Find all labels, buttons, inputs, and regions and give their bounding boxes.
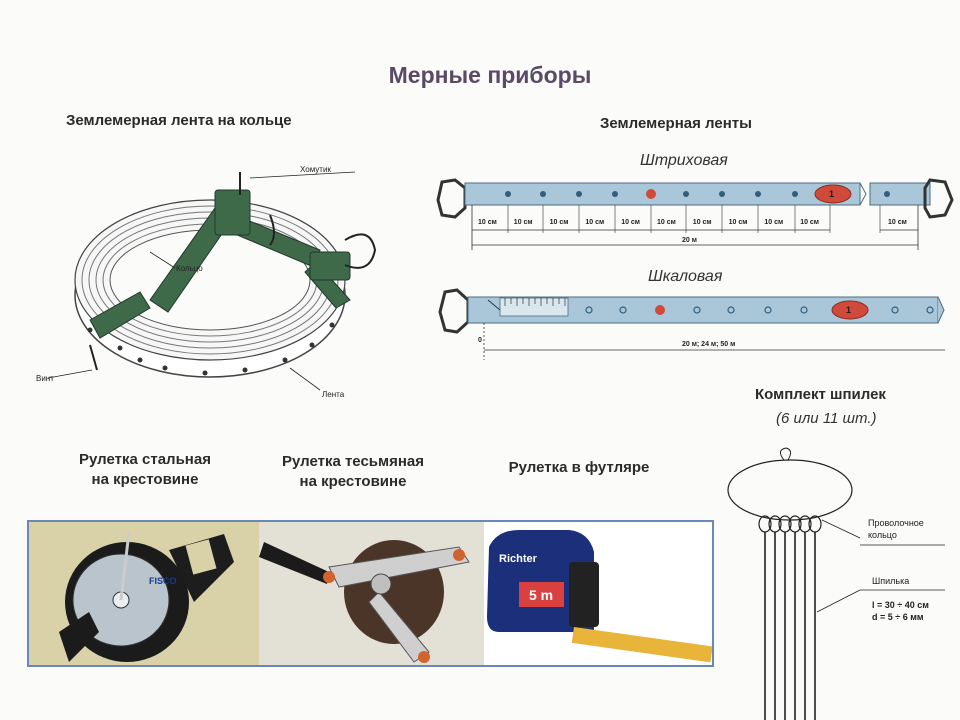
- case-caption-line1: Рулетка в футляре: [508, 459, 650, 476]
- segment-label: 10 см: [585, 219, 605, 226]
- label-wire-ring-2: кольцо: [868, 530, 897, 540]
- steel-caption-line2: на крестовине: [91, 471, 199, 488]
- scale-tape: [438, 288, 945, 360]
- case-brand: Richter: [499, 553, 538, 565]
- scale-badge: 1: [846, 305, 852, 315]
- stroke-badge: 1: [829, 189, 835, 199]
- label-ring: Кольцо: [176, 264, 203, 273]
- roulettes-photos: FISCO Richter 5 m: [29, 522, 712, 665]
- fabric-caption-line1: Рулетка тесьмяная: [281, 453, 425, 470]
- pins-heading: Комплект шпилек: [755, 386, 886, 403]
- case-roulette-caption: Рулетка в футляре: [484, 458, 674, 478]
- case-roulette-photo: Richter 5 m: [487, 530, 712, 663]
- label-tape: Лента: [322, 390, 345, 399]
- tapes-heading: Землемерная ленты: [600, 115, 752, 132]
- label-screw: Винт: [36, 374, 54, 383]
- segment-label: 10 см: [478, 219, 497, 226]
- steel-roulette-photo: FISCO: [59, 531, 234, 662]
- fabric-roulette-photo: [259, 540, 470, 663]
- segment-label: 10 см: [728, 219, 748, 226]
- scale-tape-heading: Шкаловая: [648, 268, 723, 285]
- stroke-tape-heading: Штриховая: [640, 152, 728, 169]
- steel-caption-line1: Рулетка стальная: [79, 451, 211, 468]
- segment-label: 10 см: [764, 219, 784, 226]
- stroke-total-label: 20 м: [680, 237, 699, 244]
- segment-label: 10 см: [800, 219, 819, 226]
- label-pin-length: l = 30 ÷ 40 см: [872, 600, 929, 610]
- roulettes-photo-strip: FISCO Richter 5 m: [27, 520, 714, 667]
- ring-band: [89, 189, 351, 339]
- segment-label: 10 см: [513, 219, 533, 226]
- page-title: Мерные приборы: [388, 62, 592, 88]
- label-wire-ring-1: Проволочное: [868, 518, 924, 528]
- fabric-roulette-caption: Рулетка тесьмяная на крестовине: [258, 452, 448, 492]
- case-size: 5 m: [529, 587, 553, 603]
- fabric-caption-line2: на крестовине: [299, 473, 407, 490]
- scale-zero-label: 0: [478, 337, 482, 344]
- segment-label: 10 см: [657, 219, 676, 226]
- label-clamp: Хомутик: [300, 165, 331, 174]
- ring-tape-heading: Землемерная лента на кольце: [66, 112, 292, 129]
- segment-label: 10 см: [549, 219, 569, 226]
- label-pin: Шпилька: [872, 576, 910, 586]
- segment-label: 10 см: [692, 219, 712, 226]
- clamp-pin: [89, 172, 377, 371]
- steel-roulette-caption: Рулетка стальная на крестовине: [55, 450, 235, 490]
- label-pin-diameter: d = 5 ÷ 6 мм: [872, 612, 924, 622]
- segment-label: 10 см: [621, 219, 640, 226]
- pins-subheading: (6 или 11 шт.): [776, 410, 877, 427]
- scale-total-label: 20 м; 24 м; 50 м: [680, 341, 738, 348]
- svg-text:FISCO: FISCO: [149, 576, 177, 586]
- tape-ring: [74, 199, 346, 378]
- segment-label-last: 10 см: [888, 219, 907, 226]
